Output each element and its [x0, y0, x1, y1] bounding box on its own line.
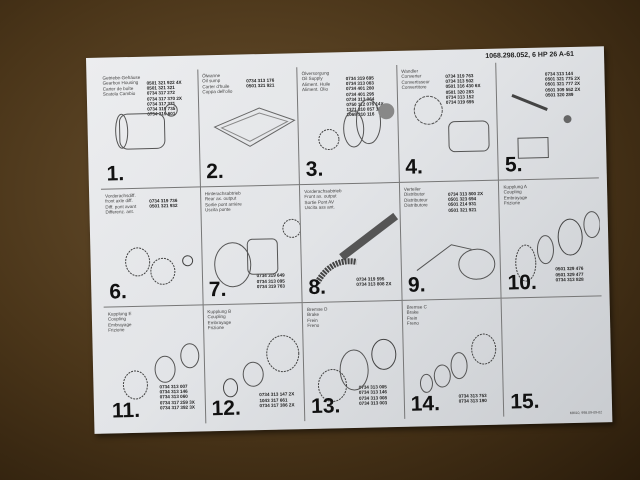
exploded-view-drawing: [122, 343, 200, 400]
section-name: Frizione: [503, 200, 521, 206]
section-number: 4.: [405, 155, 424, 179]
section-number: 3.: [305, 157, 324, 182]
section-name: Frizione: [108, 327, 125, 333]
section-name: Uscita ponte: [205, 206, 231, 213]
section-number: 10.: [507, 270, 538, 295]
part-number: 0501 321 921: [246, 82, 275, 89]
section-number: 1.: [106, 162, 125, 186]
section-name: Uscita ass ant.: [304, 204, 335, 211]
section-number: 9.: [407, 273, 426, 297]
parts-sheet: 1068.298.052, 6 HP 26 A-61 Getriebe-Gehä…: [86, 46, 613, 434]
section-number: 15.: [510, 389, 540, 414]
section-number: 6.: [109, 280, 128, 304]
section-name: Scatola Cambio: [102, 91, 136, 97]
exploded-view-drawing: [318, 338, 397, 402]
exploded-view-drawing: [115, 103, 178, 150]
section-number: 12.: [211, 396, 242, 421]
exploded-view-drawing: [416, 244, 496, 280]
section-number: 2.: [205, 159, 224, 184]
section-name: Convertitore: [401, 84, 427, 91]
section-name: Frizione: [207, 325, 225, 331]
section-name: Distributore: [404, 202, 428, 209]
exploded-view-drawing: [222, 335, 299, 398]
section-name: Coppa dell'olio: [202, 88, 233, 95]
section-number: 5.: [504, 153, 523, 177]
section-name: Aliment. Olio: [301, 86, 329, 93]
section-15: 15.: [502, 296, 604, 416]
section-6: Vorderachsdiff.front axle diff.Diff. pon…: [100, 187, 204, 308]
section-number: 14.: [410, 392, 441, 416]
section-name: Freno: [406, 320, 419, 327]
exploded-view-drawing: [125, 247, 194, 285]
section-name: Differenz. ant.: [105, 209, 135, 215]
section-number: 11.: [111, 398, 141, 423]
exploded-view-drawing: [511, 93, 572, 159]
section-number: 7.: [208, 277, 227, 302]
section-number: 13.: [310, 394, 341, 418]
section-name: Freno: [307, 322, 320, 329]
section-names: Vorderachsdiff.front axle diff.Diff. pon…: [105, 193, 136, 215]
section-number: 8.: [308, 275, 327, 300]
exploded-view-drawing: [213, 107, 296, 147]
exploded-view-drawing: [314, 212, 399, 285]
exploded-view-drawing: [318, 99, 395, 151]
part-number: 0501 321 932: [149, 203, 178, 209]
exploded-view-drawing: [419, 333, 497, 393]
footer-code: MM10, 998.09-09-02: [569, 410, 603, 416]
document-title: 1068.298.052, 6 HP 26 A-61: [485, 50, 575, 60]
exploded-view-drawing: [413, 95, 490, 153]
